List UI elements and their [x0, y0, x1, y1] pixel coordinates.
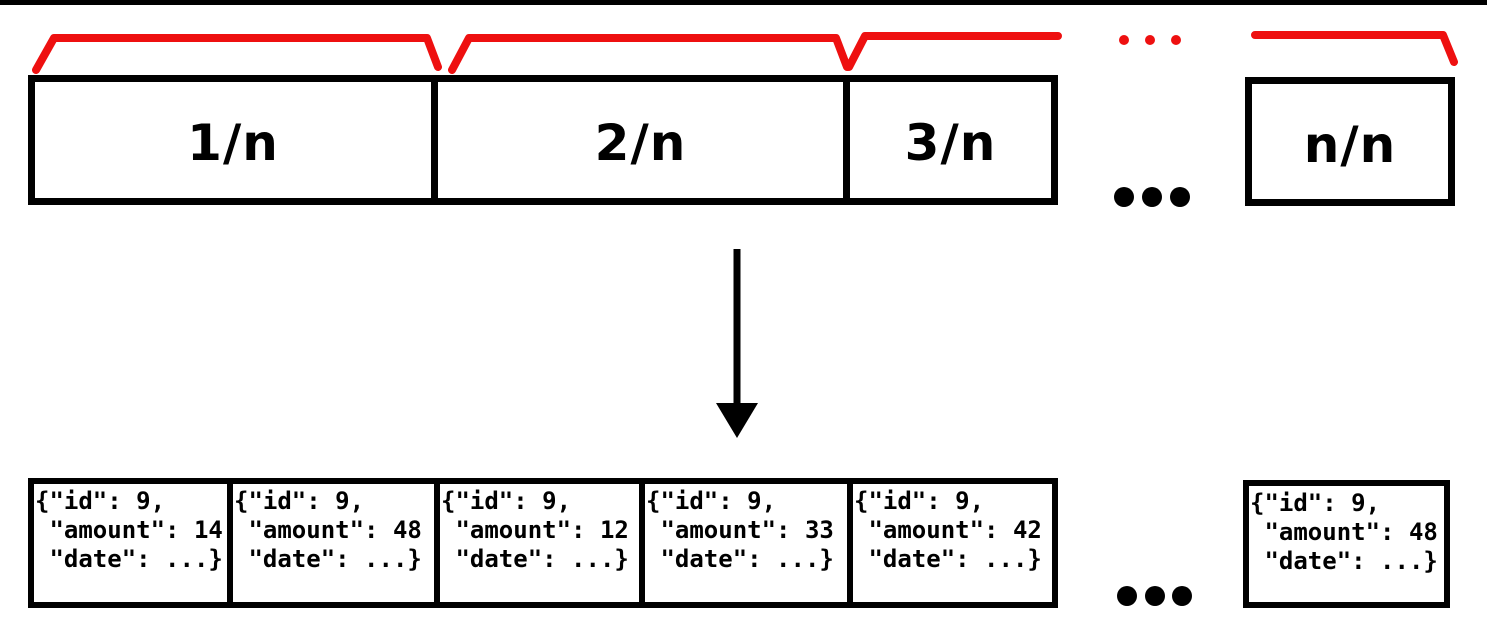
record-text-4: {"id": 9, "amount": 33 "date": ...}: [646, 487, 834, 573]
record-text-n: {"id": 9, "amount": 48 "date": ...}: [1250, 489, 1438, 575]
chunk-label-3n: 3/n: [904, 114, 997, 172]
record-box-n: {"id": 9, "amount": 48 "date": ...}: [1243, 480, 1450, 608]
record-box-5: {"id": 9, "amount": 42 "date": ...}: [847, 478, 1058, 608]
chunk-box-nn: n/n: [1245, 77, 1455, 206]
down-arrow-icon: [716, 249, 758, 438]
top-crop-bar: [0, 0, 1487, 5]
record-text-2: {"id": 9, "amount": 48 "date": ...}: [234, 487, 422, 573]
record-box-3: {"id": 9, "amount": 12 "date": ...}: [434, 478, 645, 608]
record-box-4: {"id": 9, "amount": 33 "date": ...}: [639, 478, 853, 608]
chunk-label-2n: 2/n: [594, 114, 687, 172]
chunk-box-3n: 3/n: [843, 75, 1058, 205]
top-row-ellipsis-dots-icon: [1114, 187, 1190, 207]
bottom-row-ellipsis-dots-icon: [1117, 586, 1192, 606]
chunk-label-nn: n/n: [1303, 115, 1397, 174]
record-text-5: {"id": 9, "amount": 42 "date": ...}: [854, 487, 1042, 573]
chunk-brace-3-icon: [845, 32, 1062, 71]
chunk-brace-n-icon: [1251, 31, 1458, 66]
chunk-brace-2-icon: [448, 34, 851, 74]
record-text-3: {"id": 9, "amount": 12 "date": ...}: [441, 487, 629, 573]
chunk-label-1n: 1/n: [187, 114, 279, 172]
red-ellipsis-dots-icon: [1119, 35, 1181, 45]
chunk-box-1n: 1/n: [28, 75, 438, 205]
record-box-2: {"id": 9, "amount": 48 "date": ...}: [227, 478, 440, 608]
record-box-1: {"id": 9, "amount": 14 "date": ...}: [28, 478, 233, 608]
chunk-brace-1-icon: [32, 34, 442, 74]
record-text-1: {"id": 9, "amount": 14 "date": ...}: [35, 487, 223, 573]
